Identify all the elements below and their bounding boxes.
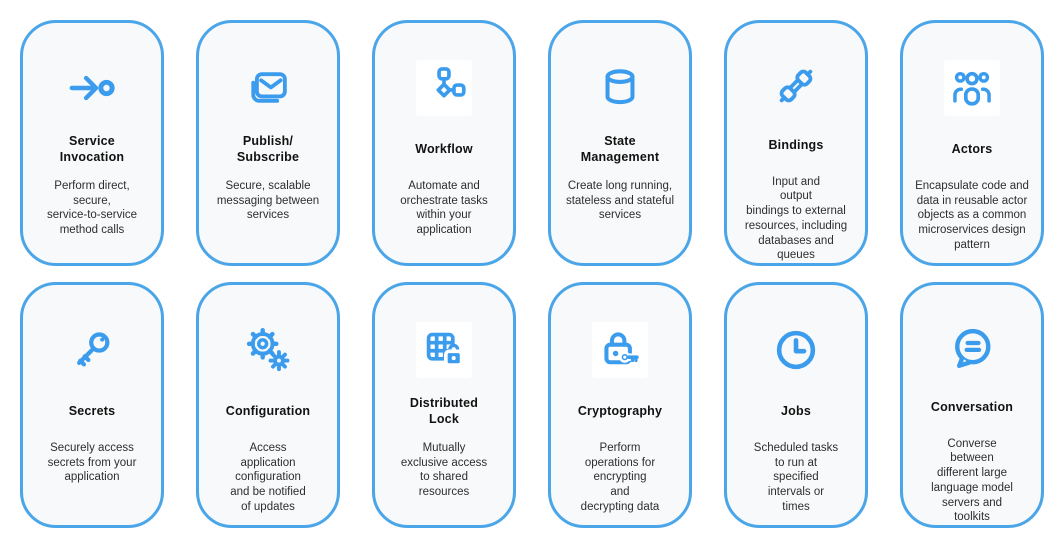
lock-key-icon: [604, 332, 641, 365]
card-description: Securely access secrets from your applic…: [47, 442, 137, 484]
clock-icon: [776, 330, 816, 370]
envelope-stack-icon: [251, 72, 287, 103]
card-description: Access application configuration and be …: [230, 442, 306, 513]
card-description: Perform operations for encrypting and de…: [580, 442, 660, 513]
arrow-right-to-circle-icon: [69, 75, 115, 101]
card-configuration: Configuration Access application configu…: [196, 282, 340, 528]
card-title: Distributed Lock: [409, 395, 479, 426]
card-description: Input and output bindings to external re…: [744, 175, 848, 262]
gears-icon: [246, 327, 290, 372]
icon-wrap: [773, 321, 819, 379]
card-title: Configuration: [225, 403, 311, 418]
card-description: Scheduled tasks to run at specified inte…: [753, 442, 839, 513]
card-workflow: Workflow Automate and orchestrate tasks …: [372, 20, 516, 266]
card-actors: Actors Encapsulate code and data in reus…: [900, 20, 1044, 266]
card-description: Encapsulate code and data in reusable ac…: [915, 180, 1029, 251]
icon-wrap: [949, 321, 995, 375]
icon-tile: [944, 60, 1000, 116]
icon-tile: [416, 322, 472, 378]
icon-wrap: [245, 321, 291, 379]
card-description: Converse between different large languag…: [931, 437, 1013, 524]
card-title: State Management: [580, 133, 660, 164]
icon-wrap: [416, 59, 472, 117]
icon-wrap: [944, 59, 1000, 117]
people-group-icon: [953, 71, 991, 106]
card-state-management: State Management Create long running, st…: [548, 20, 692, 266]
card-secrets: Secrets Securely access secrets from you…: [20, 282, 164, 528]
card-service-invocation: Service Invocation Perform direct, secur…: [20, 20, 164, 266]
card-description: Perform direct, secure, service-to-servi…: [46, 180, 138, 237]
card-description: Mutually exclusive access to shared reso…: [400, 442, 488, 499]
card-title: Service Invocation: [59, 133, 125, 164]
icon-wrap: [773, 59, 819, 113]
card-bindings: Bindings Input and output bindings to ex…: [724, 20, 868, 266]
icon-wrap: [245, 59, 291, 117]
card-publish-subscribe: Publish/ Subscribe Secure, scalable mess…: [196, 20, 340, 266]
icon-wrap: [69, 321, 115, 379]
icon-tile: [592, 322, 648, 378]
chat-bubble-icon: [955, 328, 991, 368]
card-title: Jobs: [781, 403, 811, 418]
card-description: Secure, scalable messaging between servi…: [216, 180, 320, 222]
card-title: Secrets: [68, 403, 116, 418]
card-title: Bindings: [768, 137, 824, 152]
card-distributed-lock: Distributed Lock Mutually exclusive acce…: [372, 282, 516, 528]
card-title: Publish/ Subscribe: [236, 133, 300, 164]
flowchart-icon: [436, 67, 466, 98]
card-description: Automate and orchestrate tasks within yo…: [400, 180, 488, 237]
card-conversation: Conversation Converse between different …: [900, 282, 1044, 528]
icon-wrap: [416, 321, 472, 379]
database-cylinder-icon: [605, 69, 635, 105]
grid-lock-icon: [426, 332, 464, 367]
icon-wrap: [66, 59, 118, 117]
card-title: Conversation: [930, 399, 1014, 414]
card-title: Cryptography: [577, 403, 663, 418]
card-cryptography: Cryptography Perform operations for encr…: [548, 282, 692, 528]
icon-tile: [416, 60, 472, 116]
card-description: Create long running, stateless and state…: [565, 180, 675, 222]
feature-cards-grid: Service Invocation Perform direct, secur…: [20, 20, 1044, 528]
icon-wrap: [598, 59, 642, 117]
card-jobs: Jobs Scheduled tasks to run at specified…: [724, 282, 868, 528]
key-icon: [77, 332, 110, 367]
card-title: Workflow: [415, 141, 473, 156]
plug-connection-icon: [779, 69, 813, 103]
icon-wrap: [592, 321, 648, 379]
card-title: Actors: [951, 141, 993, 156]
